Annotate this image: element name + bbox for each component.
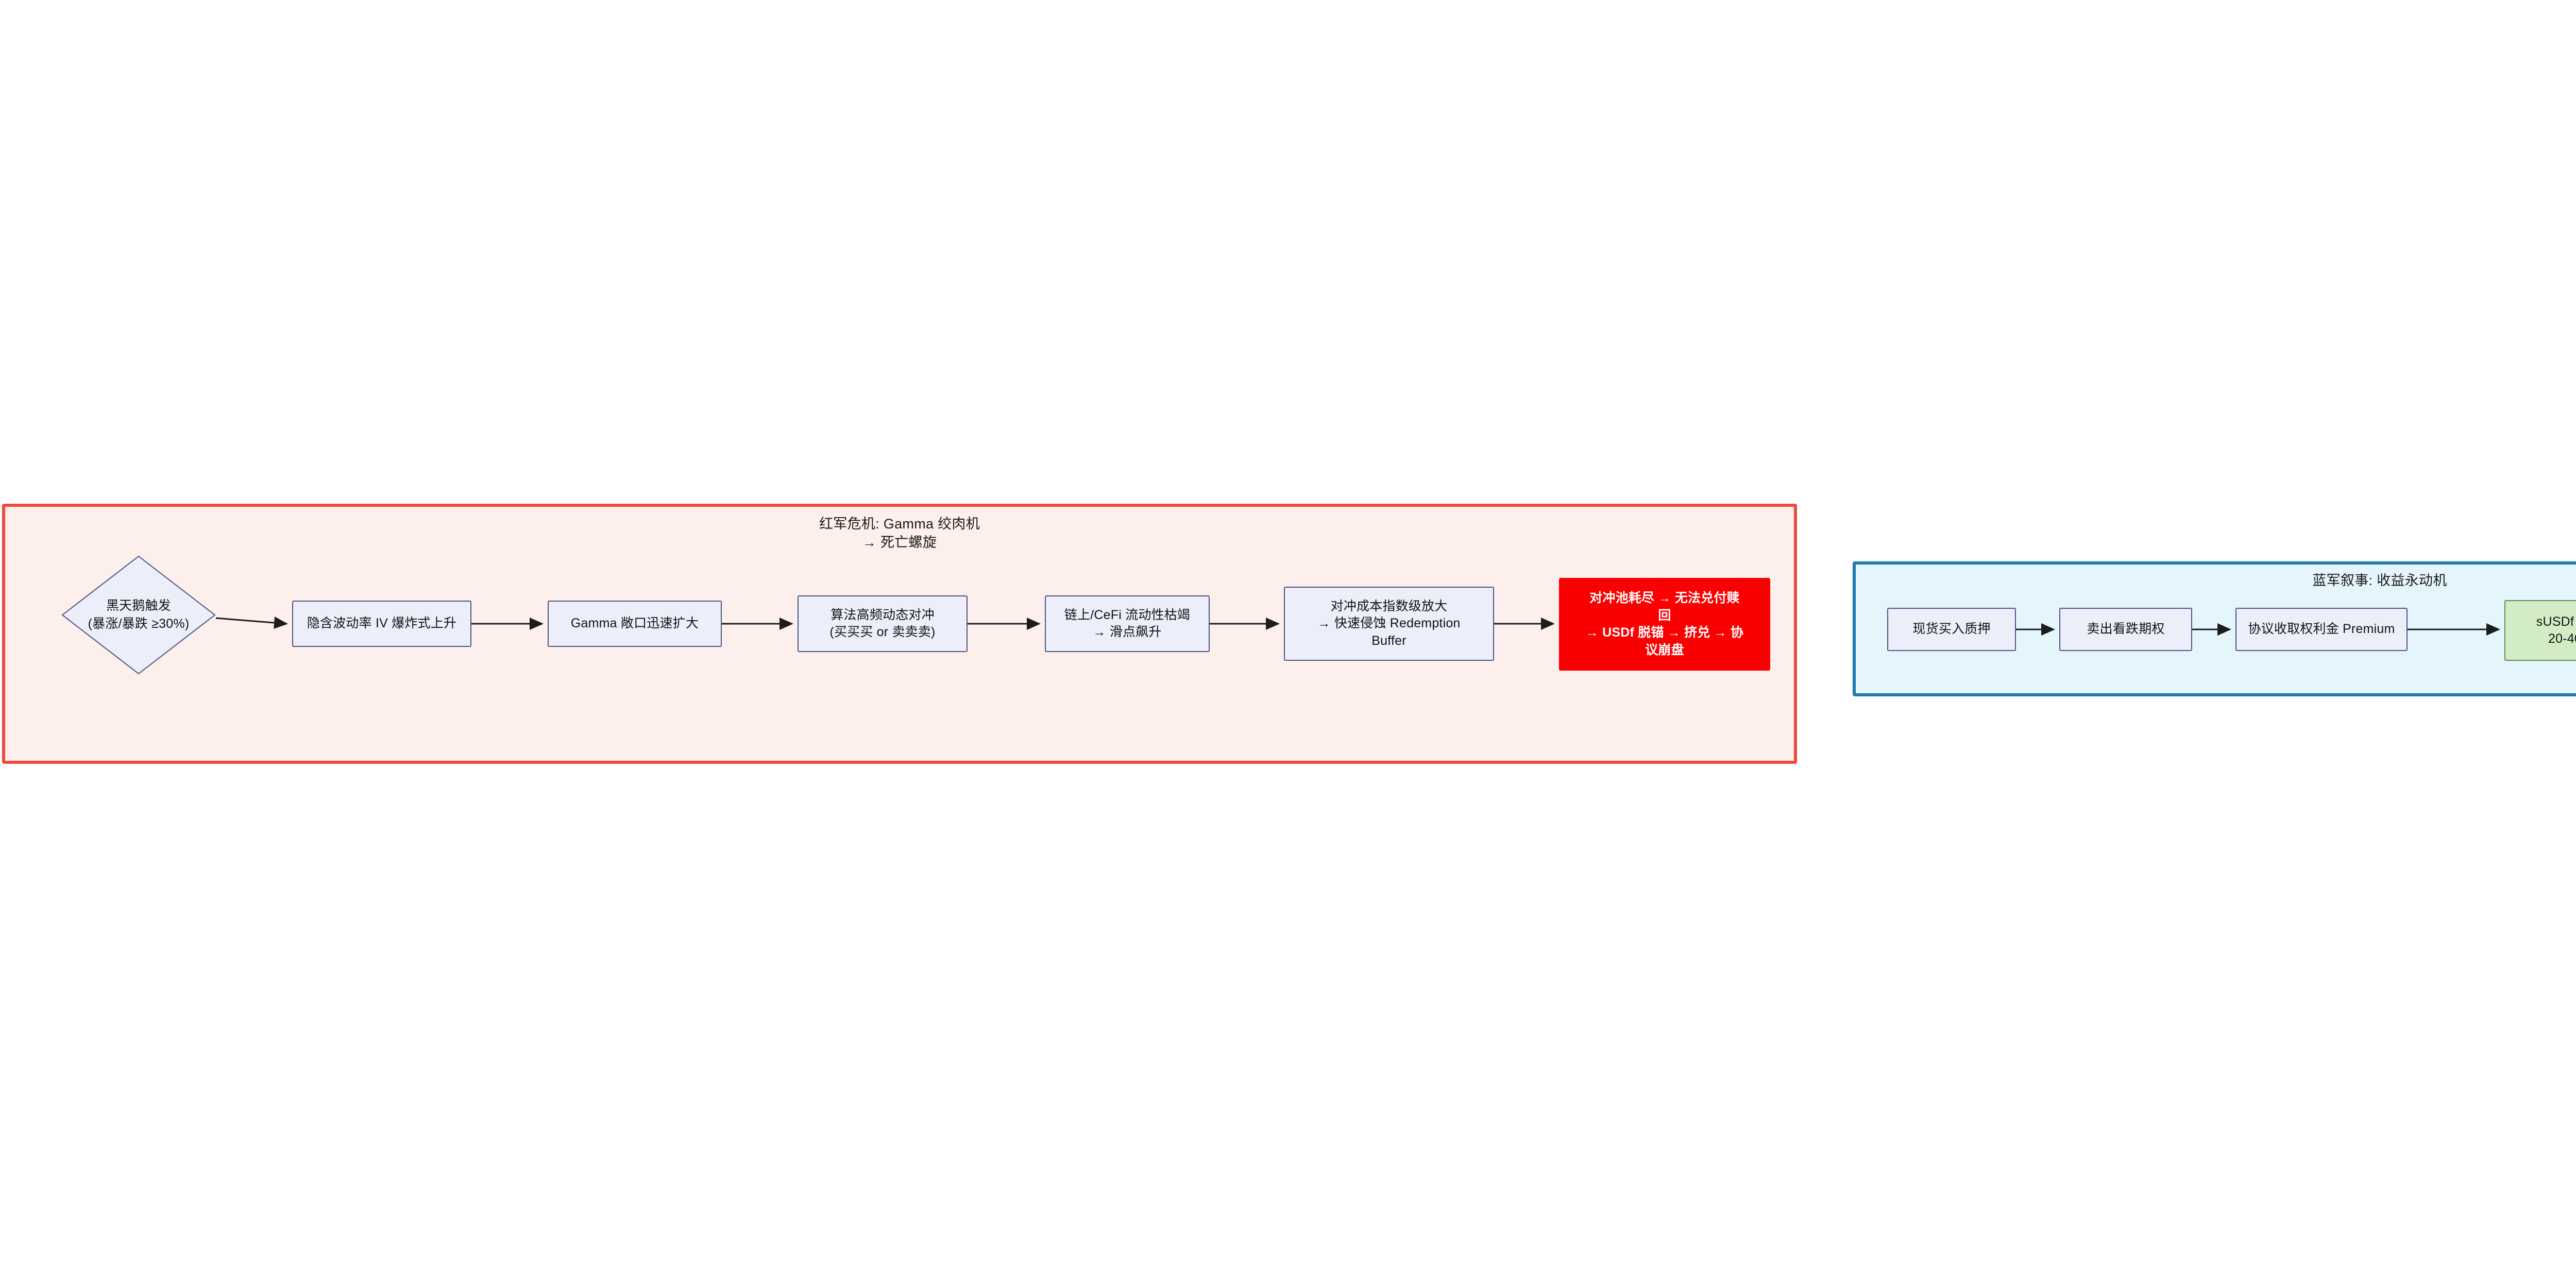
node-protocol-collapse-label: 对冲池耗尽 → 无法兑付赎 回 → USDf 脱锚 → 挤兑 → 协 议崩盘 — [1585, 591, 1744, 657]
node-hedge-cost-amplified[interactable]: 对冲成本指数级放大 → 快速侵蚀 Redemption Buffer — [1284, 587, 1494, 661]
node-iv-explosion[interactable]: 隐含波动率 IV 爆炸式上升 — [292, 601, 471, 647]
node-sell-put-options-label: 卖出看跌期权 — [2087, 622, 2165, 637]
node-susdf-yield-label: sUSDf 稳定高收益 20-40%+ APY — [2536, 614, 2576, 646]
node-gamma-exposure[interactable]: Gamma 敞口迅速扩大 — [548, 601, 722, 647]
node-iv-explosion-label: 隐含波动率 IV 爆炸式上升 — [307, 616, 457, 631]
subgraph-red-title: 红军危机: Gamma 绞肉机 → 死亡螺旋 — [819, 516, 980, 550]
node-liquidity-dryup-label: 链上/CeFi 流动性枯竭 → 滑点飙升 — [1064, 607, 1191, 640]
subgraph-blue-title: 蓝军叙事: 收益永动机 — [2312, 573, 2447, 588]
node-gamma-exposure-label: Gamma 敞口迅速扩大 — [570, 616, 699, 631]
node-collect-premium-label: 协议收取权利金 Premium — [2248, 622, 2395, 637]
node-susdf-yield[interactable]: sUSDf 稳定高收益 20-40%+ APY — [2504, 600, 2576, 661]
node-spot-buy-stake-label: 现货买入质押 — [1912, 622, 1991, 637]
node-black-swan-trigger-label: 黑天鹅触发 (暴涨/暴跌 ≥30%) — [88, 599, 190, 631]
node-spot-buy-stake[interactable]: 现货买入质押 — [1887, 608, 2016, 651]
node-black-swan-trigger[interactable]: 黑天鹅触发 (暴涨/暴跌 ≥30%) — [61, 555, 216, 675]
node-algo-hedging[interactable]: 算法高频动态对冲 (买买买 or 卖卖卖) — [798, 595, 968, 652]
diamond-shape-icon — [61, 555, 216, 675]
node-algo-hedging-label: 算法高频动态对冲 (买买买 or 卖卖卖) — [829, 607, 936, 640]
node-hedge-cost-amplified-label: 对冲成本指数级放大 → 快速侵蚀 Redemption Buffer — [1317, 599, 1461, 648]
node-collect-premium[interactable]: 协议收取权利金 Premium — [2235, 608, 2408, 651]
node-sell-put-options[interactable]: 卖出看跌期权 — [2059, 608, 2192, 651]
node-liquidity-dryup[interactable]: 链上/CeFi 流动性枯竭 → 滑点飙升 — [1045, 595, 1210, 652]
node-protocol-collapse[interactable]: 对冲池耗尽 → 无法兑付赎 回 → USDf 脱锚 → 挤兑 → 协 议崩盘 — [1559, 578, 1770, 671]
